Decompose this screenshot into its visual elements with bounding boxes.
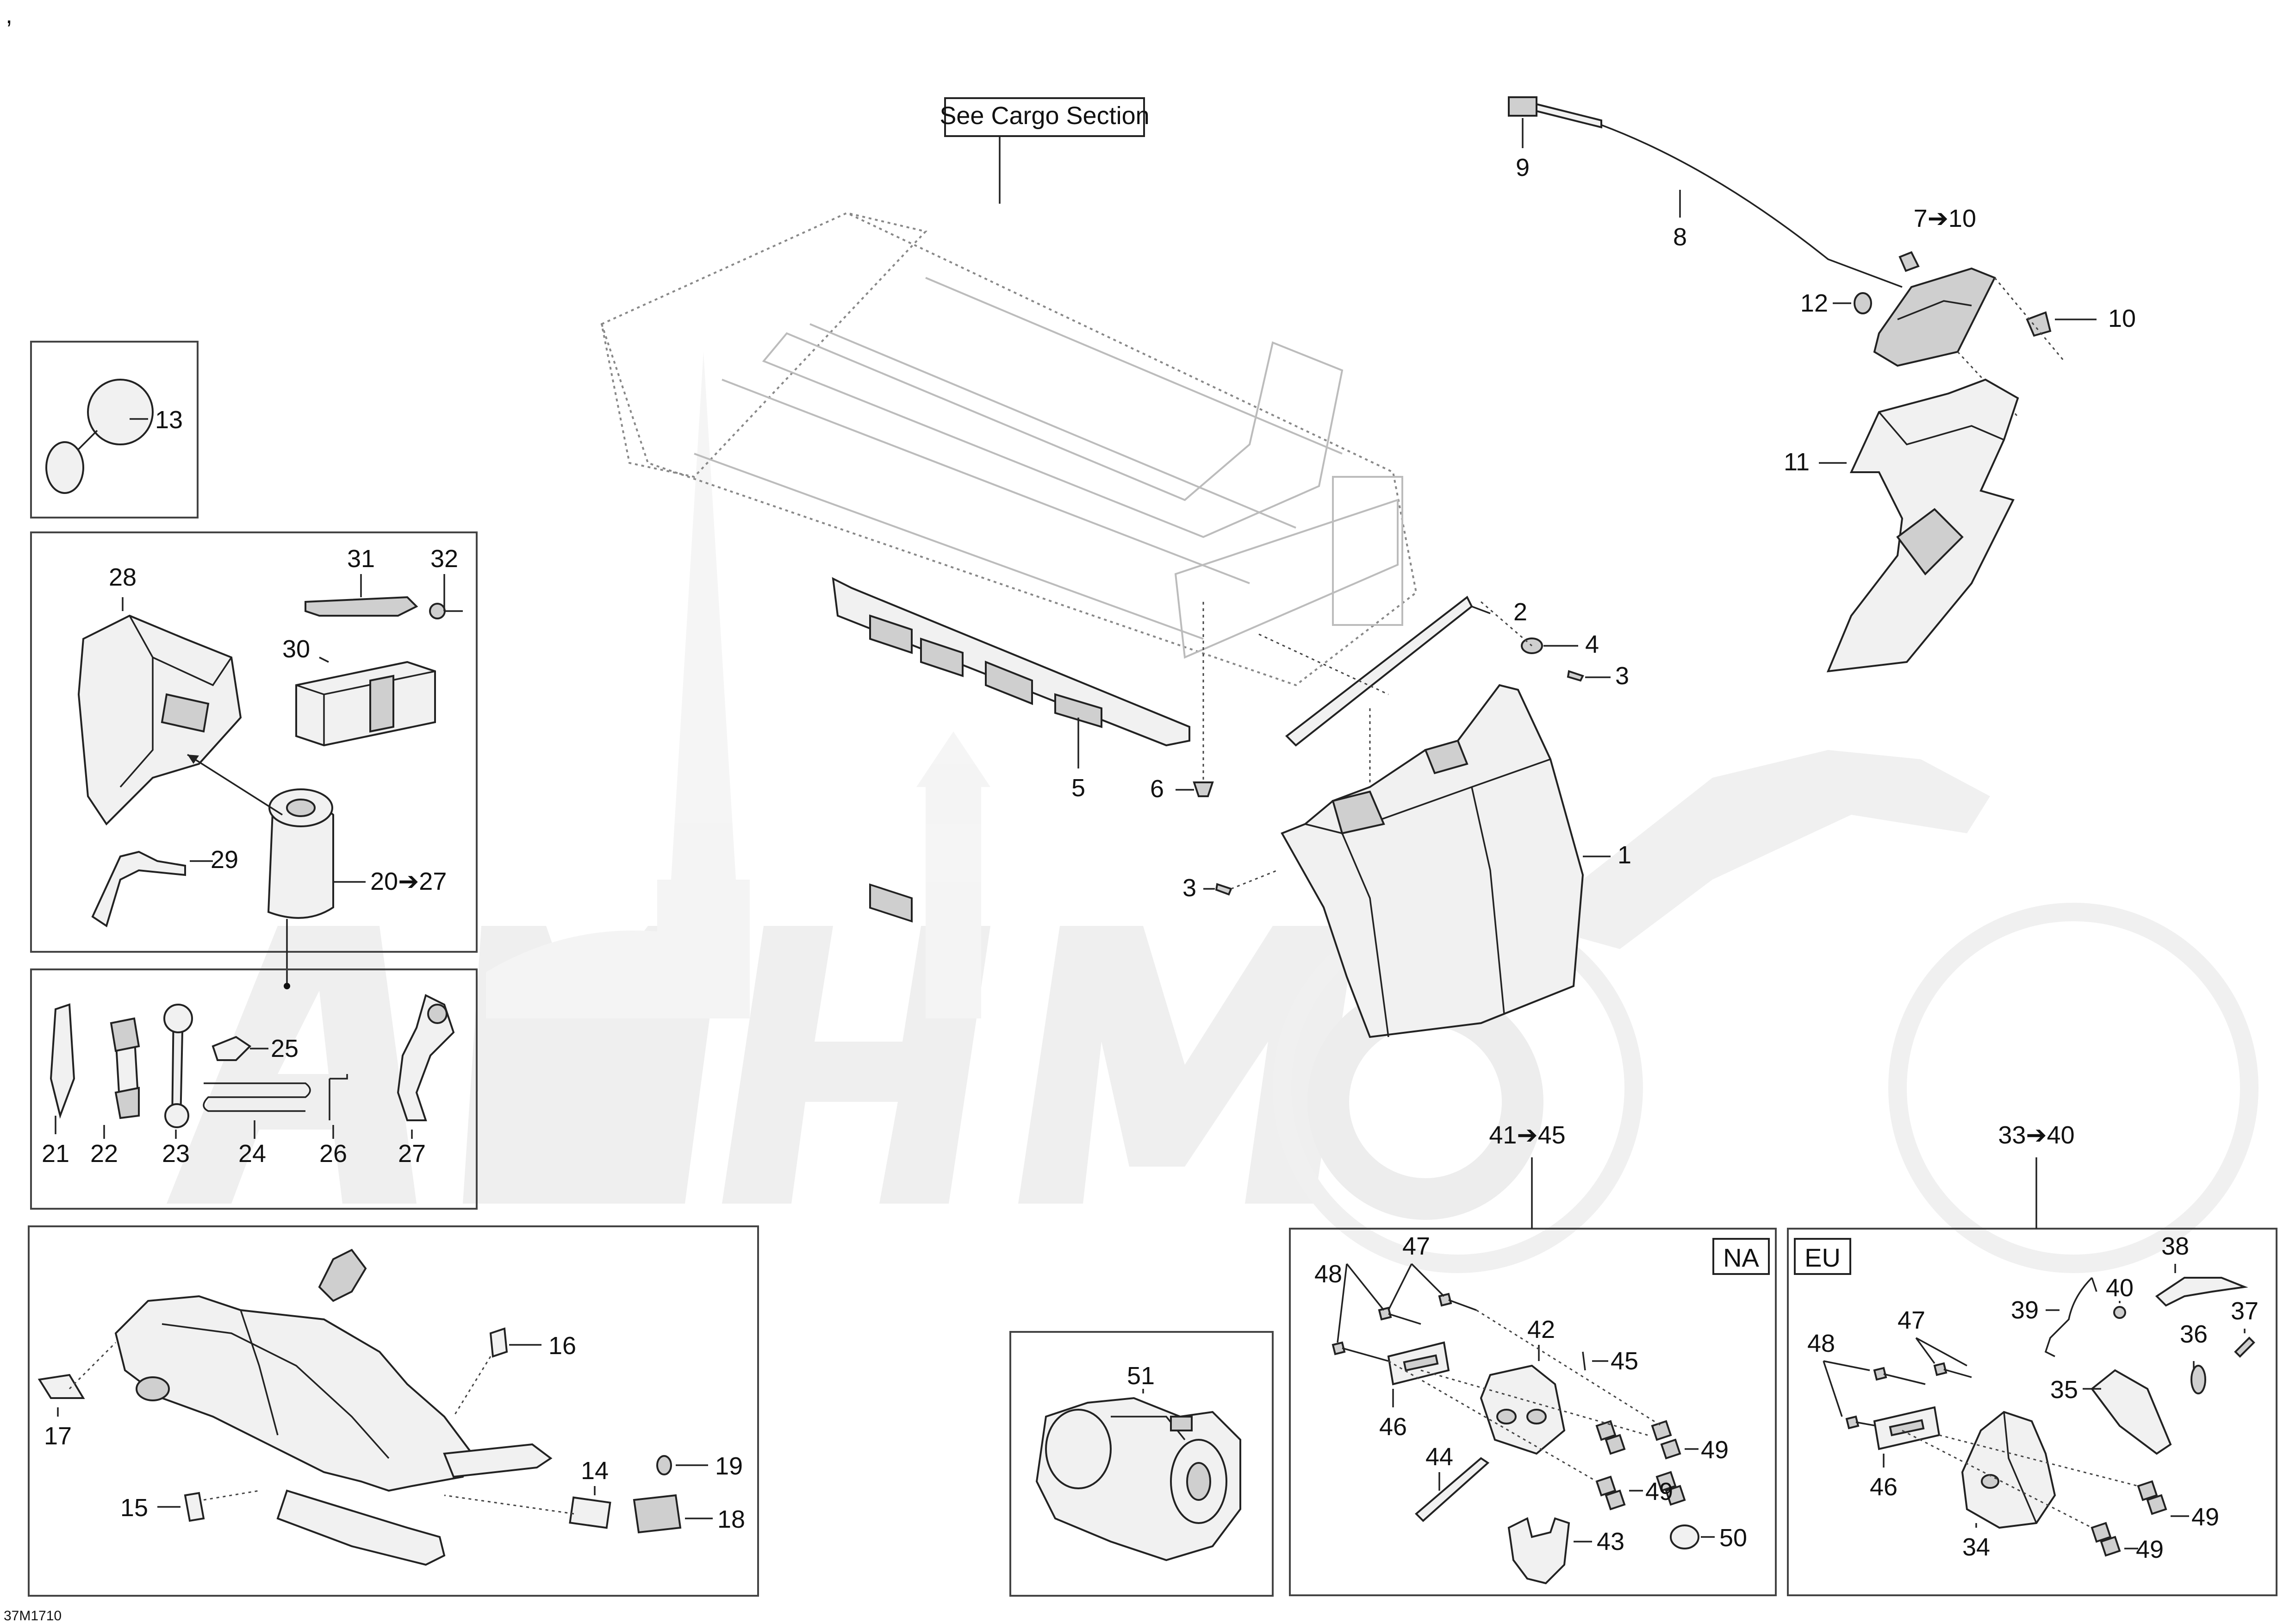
callout-44: 44 [1425, 1443, 1453, 1471]
callout-45: 45 [1611, 1347, 1638, 1375]
tools-box: 21 22 23 24 25 26 27 [30, 968, 478, 1210]
callout-3-left: 3 [1182, 874, 1196, 902]
drawing-code: 37M1710 [4, 1608, 62, 1624]
callout-49-eu-lower: 49 [2136, 1536, 2164, 1563]
callout-9: 9 [1516, 154, 1530, 181]
grommet-part-12: 12 [1800, 289, 1872, 317]
callout-26: 26 [319, 1140, 347, 1168]
callout-40: 40 [2106, 1274, 2134, 1302]
callout-47-na: 47 [1402, 1232, 1430, 1260]
callout-38: 38 [2161, 1232, 2189, 1260]
callout-24: 24 [238, 1140, 266, 1168]
tool-bag-box: 28 29 31 32 30 20➔27 [30, 531, 478, 989]
wire-harness-part-8: 8 [1601, 124, 1903, 288]
callout-10: 10 [2108, 305, 2136, 332]
strip-part-2: 2 [1285, 595, 1527, 747]
callout-22: 22 [90, 1140, 118, 1168]
callout-29: 29 [211, 846, 238, 874]
region-tag-na: NA [1723, 1243, 1759, 1272]
callout-32: 32 [430, 545, 458, 573]
bulb-part-10: 10 [2026, 305, 2136, 337]
callout-5: 5 [1071, 774, 1085, 802]
callout-46-na: 46 [1379, 1413, 1407, 1441]
storage-bag-part-1: 1 [1281, 684, 1631, 1038]
callout-47-eu: 47 [1898, 1306, 1925, 1334]
callout-23: 23 [162, 1140, 190, 1168]
callout-31: 31 [347, 545, 375, 573]
washer-part-4: 4 [1521, 631, 1599, 658]
screw-part-3b: 3 [1182, 869, 1278, 902]
eu-hitch-kit-box: EU 33➔40 48 47 46 34 49 49 [1787, 1121, 2277, 1596]
callout-49-na-upper: 49 [1701, 1436, 1729, 1464]
callout-41-45: 41➔45 [1489, 1121, 1565, 1149]
watermark-logo [167, 352, 2259, 1273]
connector-part-9: 9 [1508, 96, 1602, 181]
see-cargo-section-note: See Cargo Section [940, 97, 1150, 204]
callout-28: 28 [109, 563, 137, 591]
callout-13: 13 [155, 406, 183, 434]
winch-box: 51 [1009, 1331, 1274, 1597]
callout-14: 14 [581, 1457, 609, 1485]
callout-49-na-lower: 49 [1645, 1478, 1673, 1505]
grommet-part-10-top [1898, 251, 1920, 272]
callout-11: 11 [1784, 448, 1810, 476]
region-tag-eu: EU [1804, 1243, 1841, 1272]
na-hitch-kit-box: NA 41➔45 48 47 46 42 45 [1289, 1121, 1777, 1596]
callout-7: 7➔10 [1914, 205, 1976, 232]
callout-21: 21 [42, 1140, 69, 1168]
callout-4: 4 [1585, 631, 1599, 658]
callout-16: 16 [548, 1332, 576, 1360]
callout-51: 51 [1127, 1362, 1155, 1390]
cargo-rack-reference [600, 212, 1418, 687]
callout-8: 8 [1673, 223, 1687, 251]
callout-48-na: 48 [1314, 1260, 1342, 1288]
vehicle-decals-box: 17 16 15 14 18 19 [28, 1225, 759, 1597]
callout-39: 39 [2011, 1296, 2039, 1324]
callout-50: 50 [1719, 1524, 1747, 1552]
callout-2: 2 [1513, 598, 1527, 626]
callout-48-eu: 48 [1807, 1330, 1835, 1357]
screw-part-3a: 3 [1567, 662, 1629, 690]
callout-30: 30 [282, 635, 310, 663]
callout-34: 34 [1962, 1533, 1990, 1561]
callout-18: 18 [717, 1505, 745, 1533]
callout-3-top: 3 [1615, 662, 1629, 690]
callout-20: 20➔27 [370, 868, 447, 895]
mirror-box: 13 [30, 341, 199, 518]
callout-46-eu: 46 [1870, 1473, 1898, 1501]
callout-49-eu-upper: 49 [2191, 1503, 2219, 1531]
callout-1: 1 [1618, 841, 1631, 869]
callout-37: 37 [2231, 1297, 2259, 1325]
svg-text:See Cargo Section: See Cargo Section [940, 102, 1149, 130]
callout-17: 17 [44, 1422, 72, 1450]
side-rail-part-5: 5 [832, 577, 1190, 923]
callout-15: 15 [120, 1494, 148, 1522]
bracket-part-11: 11 [1784, 378, 2019, 673]
callout-36: 36 [2180, 1320, 2208, 1348]
callout-43: 43 [1597, 1528, 1624, 1555]
callout-19: 19 [715, 1452, 743, 1480]
tail-light-part-7: 7➔10 [1873, 205, 1996, 367]
screw-part-6: 6 [1150, 602, 1214, 803]
callout-25: 25 [271, 1035, 299, 1062]
callout-6: 6 [1150, 775, 1164, 803]
callout-27: 27 [398, 1140, 426, 1168]
callout-42: 42 [1527, 1316, 1555, 1343]
callout-33-40: 33➔40 [1998, 1121, 2074, 1149]
corner-mark: , [6, 1, 12, 29]
callout-12: 12 [1800, 289, 1828, 317]
callout-35: 35 [2050, 1376, 2078, 1404]
